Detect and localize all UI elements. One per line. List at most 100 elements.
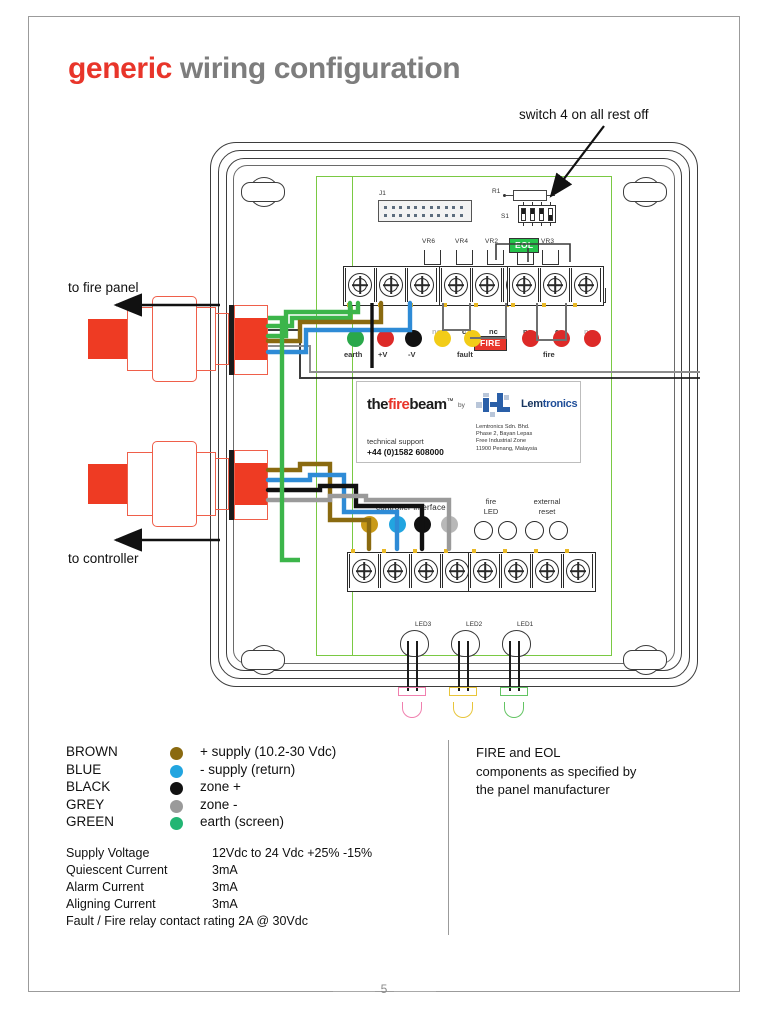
terminal-screw[interactable] bbox=[410, 273, 434, 297]
terminal-screw-inner bbox=[571, 564, 585, 578]
terminal-screw-slot[interactable] bbox=[441, 268, 471, 302]
terminal-screw-inner bbox=[419, 564, 433, 578]
dip-switch-3[interactable] bbox=[539, 208, 544, 221]
bottom-dot-black bbox=[414, 516, 431, 533]
j1-pin bbox=[444, 206, 448, 209]
legend-colour-desc: zone - bbox=[200, 796, 238, 812]
terminal-dot-minusv bbox=[405, 330, 422, 347]
r1-lead-right bbox=[546, 195, 555, 197]
terminal-screw[interactable] bbox=[379, 273, 403, 297]
terminal-wire-mark bbox=[347, 303, 351, 307]
controller-interface-label: controller interface bbox=[376, 503, 446, 512]
terminal-screw-slot[interactable] bbox=[509, 268, 539, 302]
j1-pin bbox=[422, 214, 425, 217]
gland-lower-washer bbox=[229, 450, 234, 520]
terminal-wire-mark bbox=[444, 549, 448, 553]
dip-switch-2[interactable] bbox=[530, 208, 535, 221]
j1-pin bbox=[429, 206, 433, 209]
dip-pin bbox=[541, 223, 543, 226]
terminal-screw-slot[interactable] bbox=[407, 268, 437, 302]
s1-label: S1 bbox=[501, 213, 509, 220]
terminal-label-fault: fault bbox=[457, 350, 473, 359]
fire-led-hole-2 bbox=[498, 521, 517, 540]
led2-lead-1 bbox=[458, 641, 460, 691]
dip-switch-1[interactable] bbox=[521, 208, 526, 221]
terminal-screw[interactable] bbox=[512, 273, 536, 297]
gland-upper-inner-body bbox=[234, 305, 268, 375]
led3-pad bbox=[398, 687, 426, 696]
terminal-label-minusv: -V bbox=[408, 350, 416, 359]
terminal-screw-slot[interactable] bbox=[540, 268, 570, 302]
terminal-screw[interactable] bbox=[574, 273, 598, 297]
terminal-screw[interactable] bbox=[414, 559, 438, 583]
terminal-screw[interactable] bbox=[473, 559, 497, 583]
legend-colour-swatch bbox=[170, 782, 183, 795]
terminal-wire-mark bbox=[382, 549, 386, 553]
r1-lead-left bbox=[505, 195, 514, 197]
terminal-screw[interactable] bbox=[445, 559, 469, 583]
j1-pin bbox=[444, 214, 448, 217]
terminal-screw-slot[interactable] bbox=[411, 554, 441, 588]
j1-pin bbox=[391, 214, 395, 217]
switch-annotation: switch 4 on all rest off bbox=[519, 107, 649, 122]
note-line-2: components as specified by bbox=[476, 763, 637, 779]
page-number: 5 bbox=[380, 982, 388, 996]
page-title: generic wiring configuration bbox=[68, 52, 461, 86]
j1-pin bbox=[429, 214, 433, 217]
r1-resistor bbox=[513, 190, 547, 201]
led1-lead-2 bbox=[518, 641, 520, 691]
terminal-screw-slot[interactable] bbox=[532, 554, 562, 588]
address-line-4: 11900 Penang, Malaysia bbox=[476, 445, 538, 452]
external-reset-label-line1: external bbox=[533, 497, 561, 506]
terminal-screw-inner bbox=[449, 278, 463, 292]
eol-component-tag: EOL bbox=[509, 238, 540, 253]
spec-key: Quiescent Current bbox=[66, 863, 168, 877]
j1-pin bbox=[406, 206, 410, 209]
terminal-screw-slot[interactable] bbox=[470, 554, 500, 588]
terminal-screw-slot[interactable] bbox=[563, 554, 593, 588]
r1-label: R1 bbox=[492, 188, 501, 195]
terminal-screw-slot[interactable] bbox=[472, 268, 502, 302]
terminal-screw-slot[interactable] bbox=[380, 554, 410, 588]
to-fire-panel-label: to fire panel bbox=[68, 280, 139, 295]
bottom-dot-brown bbox=[361, 516, 378, 533]
j1-pin bbox=[452, 206, 456, 209]
terminal-screw-slot[interactable] bbox=[501, 554, 531, 588]
technical-support-label: technical support bbox=[367, 437, 424, 446]
j1-pin bbox=[399, 214, 403, 217]
spec-value: 12Vdc to 24 Vdc +25% -15% bbox=[212, 846, 373, 860]
terminal-dot-earth bbox=[347, 330, 364, 347]
gland-upper-washer bbox=[229, 305, 234, 375]
dip-switch-4[interactable] bbox=[548, 208, 553, 221]
legend-colour-name: GREEN bbox=[66, 814, 115, 829]
vr2-footprint bbox=[487, 250, 504, 265]
terminal-label-plusv: +V bbox=[378, 350, 388, 359]
terminal-screw[interactable] bbox=[475, 273, 499, 297]
brand-beam: beam bbox=[409, 396, 447, 413]
lemtronics-logo-icon bbox=[476, 393, 516, 417]
terminal-screw[interactable] bbox=[383, 559, 407, 583]
terminal-screw[interactable] bbox=[352, 559, 376, 583]
external-reset-hole-1 bbox=[525, 521, 544, 540]
terminal-screw[interactable] bbox=[504, 559, 528, 583]
terminal-screw-slot[interactable] bbox=[345, 268, 375, 302]
terminal-screw[interactable] bbox=[543, 273, 567, 297]
terminal-screw-slot[interactable] bbox=[376, 268, 406, 302]
terminal-wire-mark bbox=[503, 549, 507, 553]
terminal-screw[interactable] bbox=[444, 273, 468, 297]
legend-colour-name: BROWN bbox=[66, 744, 118, 759]
terminal-label-earth: earth bbox=[344, 350, 363, 359]
terminal-screw[interactable] bbox=[535, 559, 559, 583]
terminal-screw-inner bbox=[450, 564, 464, 578]
terminal-screw[interactable] bbox=[566, 559, 590, 583]
spec-value: 3mA bbox=[212, 863, 238, 877]
legend-colour-desc: zone + bbox=[200, 779, 241, 794]
terminal-screw[interactable] bbox=[348, 273, 372, 297]
terminal-screw-inner bbox=[548, 278, 562, 292]
footer-rule-left bbox=[333, 991, 375, 992]
terminal-screw-slot[interactable] bbox=[349, 554, 379, 588]
terminal-screw-slot[interactable] bbox=[442, 554, 472, 588]
fire-led-hole-1 bbox=[474, 521, 493, 540]
terminal-screw-slot[interactable] bbox=[571, 268, 601, 302]
brand-wordmark: thefirebeam™ bbox=[367, 396, 453, 413]
